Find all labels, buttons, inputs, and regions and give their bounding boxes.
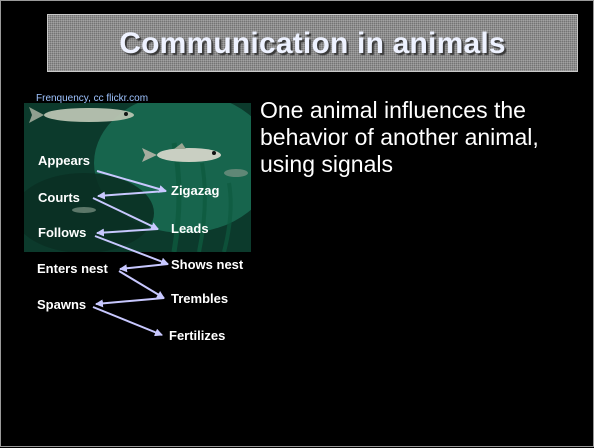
label-appears: Appears [38, 153, 90, 168]
label-shows-nest: Shows nest [171, 257, 243, 272]
title-banner: Communication in animals [47, 14, 578, 72]
label-zigazag: Zigazag [171, 183, 219, 198]
label-follows: Follows [38, 225, 86, 240]
arrow-trembles-spawns [96, 298, 164, 304]
label-trembles: Trembles [171, 291, 228, 306]
label-courts: Courts [38, 190, 80, 205]
label-fertilizes: Fertilizes [169, 328, 225, 343]
arrow-spawns-fertilizes [93, 307, 162, 335]
label-spawns: Spawns [37, 297, 86, 312]
body-text: One animal influences the behavior of an… [260, 97, 580, 178]
arrow-entersnest-trembles [119, 271, 164, 298]
label-enters-nest: Enters nest [37, 261, 108, 276]
arrow-showsnest-entersnest [120, 264, 168, 269]
photo-credit: Frenquency, cc flickr.com [36, 93, 148, 104]
label-leads: Leads [171, 221, 209, 236]
slide-title: Communication in animals [48, 27, 577, 61]
